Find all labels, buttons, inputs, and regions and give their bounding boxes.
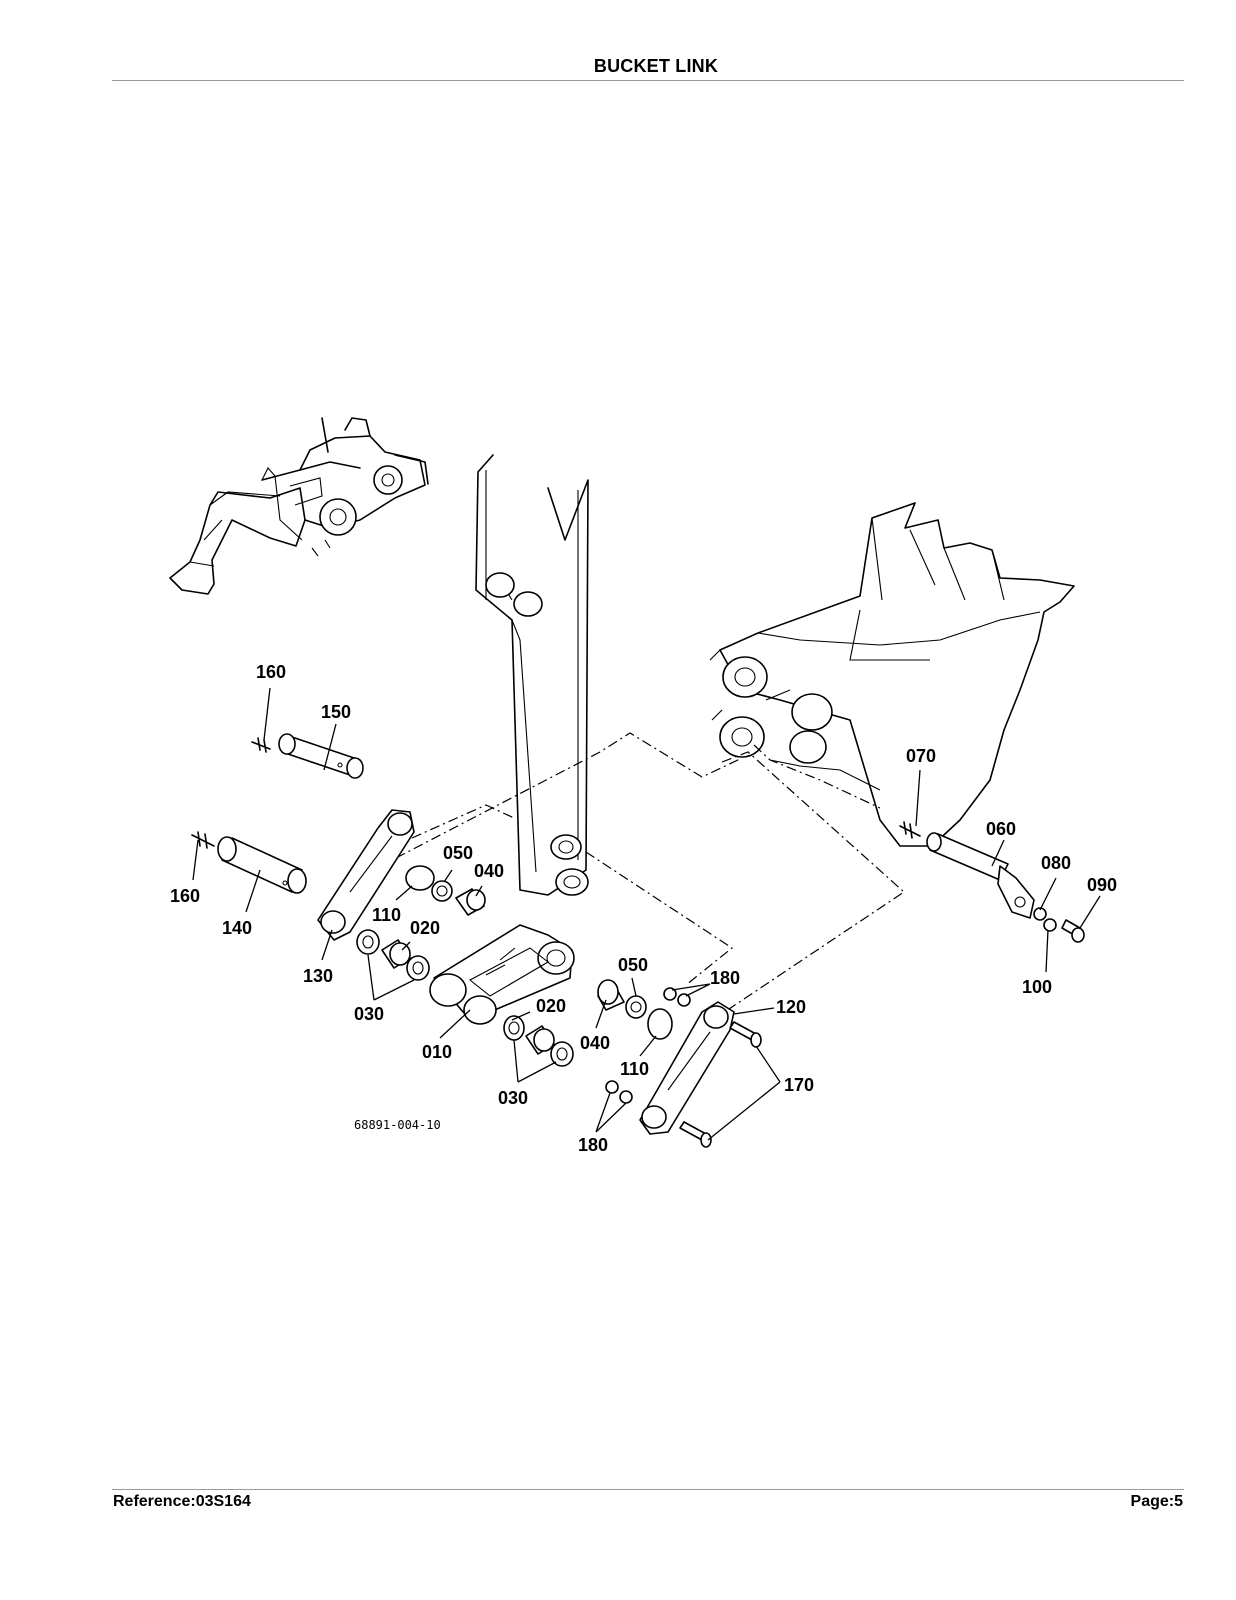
figure-code: 68891-004-10 xyxy=(354,1118,441,1132)
leader-lines xyxy=(192,687,1101,1141)
callout-160: 160 xyxy=(170,886,200,906)
header-rule xyxy=(112,80,1184,81)
footer-rule xyxy=(112,1489,1184,1490)
callout-140: 140 xyxy=(222,918,252,938)
callout-030: 030 xyxy=(354,1004,384,1024)
tractor-thumbnail-illustration xyxy=(169,417,429,595)
callout-050: 050 xyxy=(443,843,473,863)
callout-160: 160 xyxy=(256,662,286,682)
callout-040: 040 xyxy=(474,861,504,881)
page-title: BUCKET LINK xyxy=(593,56,719,76)
bucket-illustration xyxy=(709,502,1075,847)
callout-120: 120 xyxy=(776,997,806,1017)
callout-180: 180 xyxy=(578,1135,608,1155)
callout-100: 100 xyxy=(1022,977,1052,997)
callout-110: 110 xyxy=(372,905,401,925)
callout-020: 020 xyxy=(536,996,566,1016)
callout-030: 030 xyxy=(498,1088,528,1108)
part-callouts: 160 150 160 140 130 110 050 040 020 030 … xyxy=(170,662,1117,1155)
arm-illustration xyxy=(475,454,589,896)
callout-070: 070 xyxy=(906,746,936,766)
callout-090: 090 xyxy=(1087,875,1117,895)
callout-050: 050 xyxy=(618,955,648,975)
callout-170: 170 xyxy=(784,1075,814,1095)
callout-040: 040 xyxy=(580,1033,610,1053)
callout-080: 080 xyxy=(1041,853,1071,873)
callout-060: 060 xyxy=(986,819,1016,839)
callout-180: 180 xyxy=(710,968,740,988)
alignment-lines xyxy=(395,732,905,1016)
footer-page-number: Page:5 xyxy=(1130,1493,1183,1510)
callout-130: 130 xyxy=(303,966,333,986)
footer-reference: Reference:03S164 xyxy=(113,1493,251,1510)
callout-010: 010 xyxy=(422,1042,452,1062)
callout-020: 020 xyxy=(410,918,440,938)
callout-110: 110 xyxy=(620,1059,649,1079)
callout-150: 150 xyxy=(321,702,351,722)
pins-and-hardware xyxy=(191,733,1085,1148)
